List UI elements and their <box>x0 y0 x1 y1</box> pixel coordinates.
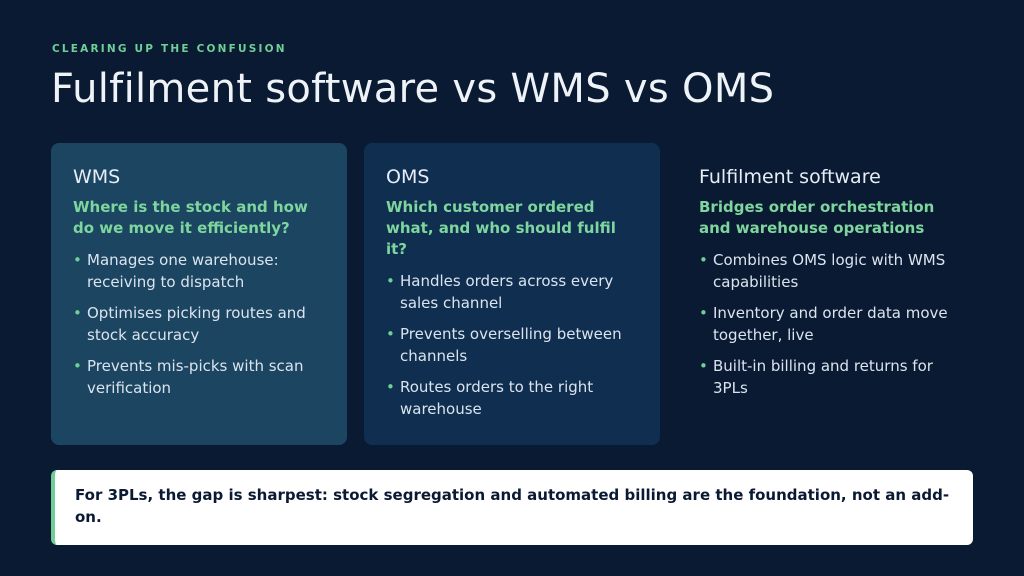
callout-box: For 3PLs, the gap is sharpest: stock seg… <box>51 470 973 545</box>
bullet-dot-icon: • <box>73 251 82 269</box>
list-item: • Prevents overselling between channels <box>386 323 638 367</box>
list-item-text: Manages one warehouse: receiving to disp… <box>87 251 279 291</box>
list-item-text: Prevents mis-picks with scan verificatio… <box>87 357 304 397</box>
card-heading: Fulfilment software <box>699 166 881 188</box>
list-item-text: Routes orders to the right warehouse <box>400 378 594 418</box>
bullet-dot-icon: • <box>386 272 395 290</box>
list-item: • Prevents mis-picks with scan verificati… <box>73 355 325 399</box>
card-oms: OMS Which customer ordered what, and who… <box>364 143 660 445</box>
bullet-dot-icon: • <box>386 325 395 343</box>
card-heading: WMS <box>73 166 121 188</box>
card-question: Where is the stock and how do we move it… <box>73 198 308 237</box>
list-item-text: Combines OMS logic with WMS capabilities <box>713 251 946 291</box>
card-fulfilment-software: Fulfilment software Bridges order orches… <box>677 143 973 445</box>
list-item: • Manages one warehouse: receiving to dis… <box>73 249 325 293</box>
list-item: • Inventory and order data move together,… <box>699 302 951 346</box>
list-item: • Optimises picking routes and stock accu… <box>73 302 325 346</box>
bullet-dot-icon: • <box>699 304 708 322</box>
list-item-text: Prevents overselling between channels <box>400 325 622 365</box>
list-item: • Built-in billing and returns for 3PLs <box>699 355 951 399</box>
bullet-dot-icon: • <box>73 357 82 375</box>
list-item: • Routes orders to the right warehouse <box>386 376 638 420</box>
bullet-dot-icon: • <box>699 357 708 375</box>
bullet-list: • Combines OMS logic with WMS capabilitie… <box>699 249 951 399</box>
bullet-list: • Manages one warehouse: receiving to dis… <box>73 249 325 399</box>
bullet-list: • Handles orders across every sales chann… <box>386 270 638 420</box>
list-item: • Handles orders across every sales chann… <box>386 270 638 314</box>
callout-text: For 3PLs, the gap is sharpest: stock seg… <box>75 486 950 526</box>
list-item-text: Inventory and order data move together, … <box>713 304 948 344</box>
card-question: Bridges order orchestration and warehous… <box>699 198 935 237</box>
list-item-text: Handles orders across every sales channe… <box>400 272 614 312</box>
list-item-text: Optimises picking routes and stock accur… <box>87 304 306 344</box>
list-item-text: Built-in billing and returns for 3PLs <box>713 357 933 397</box>
eyebrow-label: CLEARING UP THE CONFUSION <box>52 43 287 55</box>
card-question: Which customer ordered what, and who sho… <box>386 198 616 258</box>
list-item: • Combines OMS logic with WMS capabilitie… <box>699 249 951 293</box>
card-wms: WMS Where is the stock and how do we mov… <box>51 143 347 445</box>
bullet-dot-icon: • <box>699 251 708 269</box>
bullet-dot-icon: • <box>386 378 395 396</box>
page-title: Fulfilment software vs WMS vs OMS <box>51 66 775 112</box>
bullet-dot-icon: • <box>73 304 82 322</box>
card-heading: OMS <box>386 166 430 188</box>
